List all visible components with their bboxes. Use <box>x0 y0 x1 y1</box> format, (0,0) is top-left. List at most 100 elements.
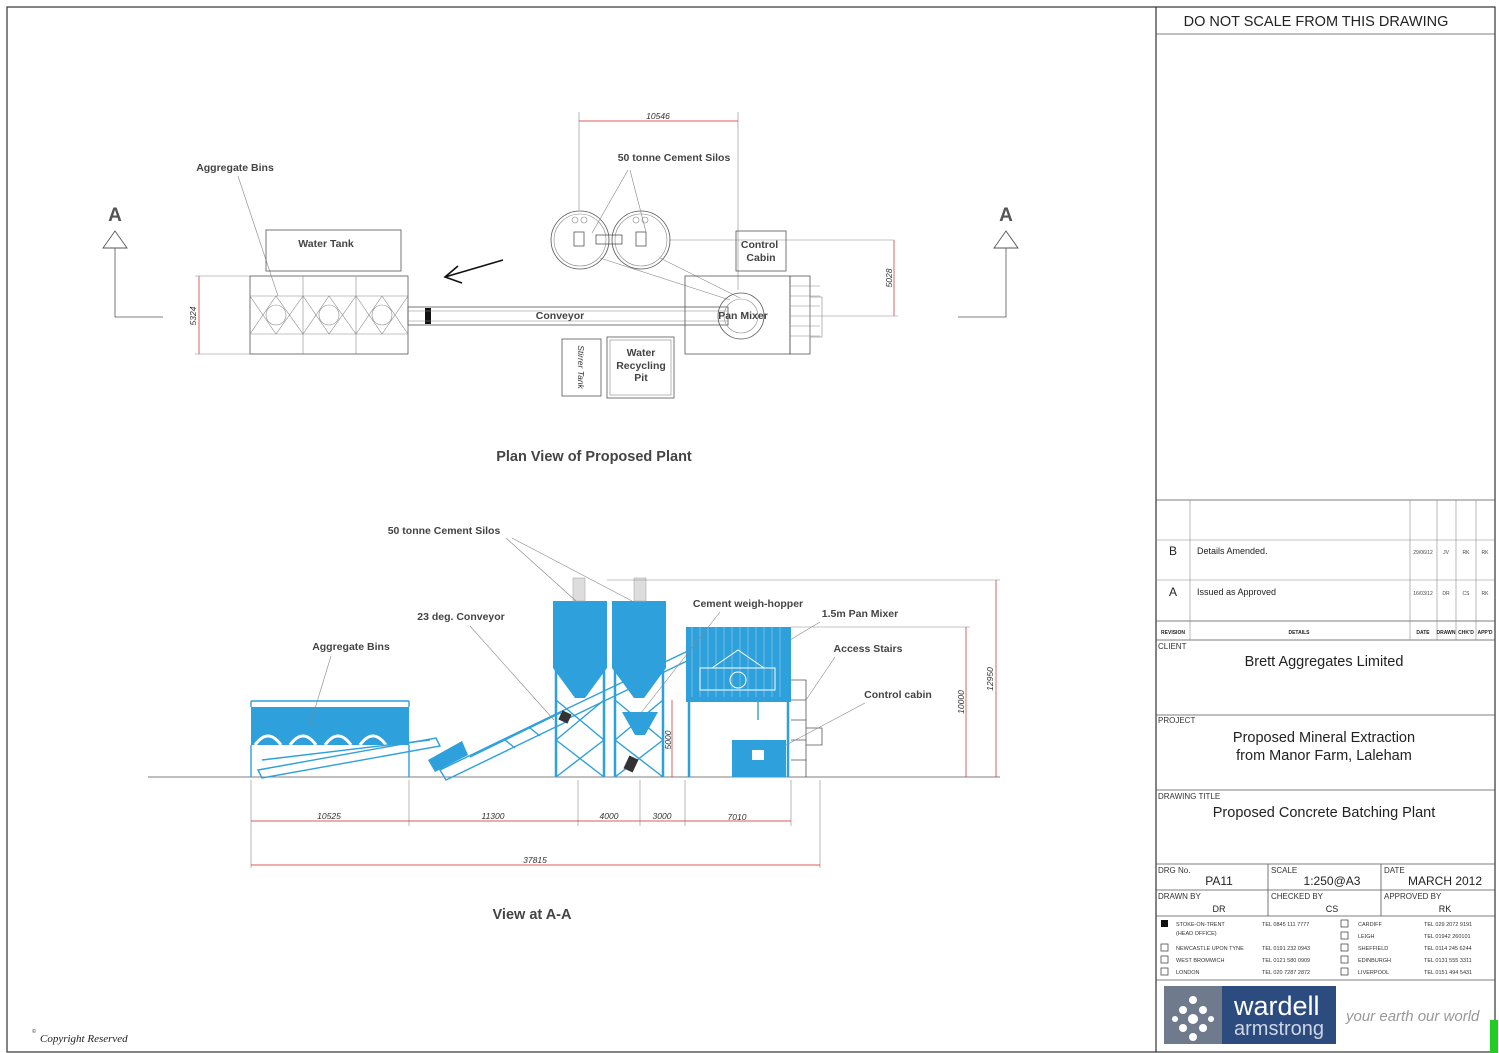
office-name: STOKE-ON-TRENT <box>1176 922 1225 928</box>
status-marker <box>1490 1020 1498 1053</box>
revision-details: Issued as Approved <box>1197 587 1276 597</box>
drawing-title-label: DRAWING TITLE <box>1158 792 1220 801</box>
drawing-title: Proposed Concrete Batching Plant <box>1213 805 1435 821</box>
office-item: CARDIFF TEL 029 2072 9191 <box>1340 919 1472 928</box>
label-water-recycling-pit-2: Recycling <box>616 360 666 372</box>
label-water-recycling-pit-3: Pit <box>634 372 648 384</box>
date-label: DATE <box>1384 866 1405 875</box>
label-cement-silos-elev: 50 tonne Cement Silos <box>388 525 501 537</box>
label-control-cabin-text-2: Cabin <box>746 252 775 264</box>
project-line2: from Manor Farm, Laleham <box>1236 748 1412 764</box>
revision-drawn: DR <box>1442 591 1450 597</box>
label-aggregate-bins-elev: Aggregate Bins <box>312 641 390 653</box>
cement-silos-elevation <box>553 577 666 778</box>
pan-mixer-plan <box>684 275 823 355</box>
drg-no: PA11 <box>1205 874 1233 888</box>
logo-sub: armstrong <box>1234 1018 1324 1040</box>
office-checkbox <box>1340 931 1349 940</box>
office-item: LIVERPOOL TEL 0151 494 5431 <box>1340 967 1472 976</box>
dimension-silos: 10546 <box>578 111 739 290</box>
logo-tagline: your earth our world <box>1345 1008 1480 1025</box>
label-conveyor-elev: 23 deg. Conveyor <box>417 611 505 623</box>
dim-total: 37815 <box>523 855 547 865</box>
label-water-tank: Water Tank <box>298 238 354 250</box>
section-marker-label: A <box>108 205 122 226</box>
stirrer-tank <box>561 338 602 397</box>
plan-view-title: Plan View of Proposed Plant <box>496 449 692 465</box>
office-tel: TEL 020 7287 2872 <box>1262 970 1310 976</box>
revision-drawn: JV <box>1443 550 1450 556</box>
water-tank <box>265 229 402 272</box>
offices-list: STOKE-ON-TRENT (HEAD OFFICE) TEL 0845 11… <box>1160 919 1472 976</box>
revision-date: 29/06/12 <box>1413 550 1433 556</box>
drawn-by-label: DRAWN BY <box>1158 892 1201 901</box>
revision-row-b: B Details Amended. 29/06/12 JV RK RK <box>1169 544 1489 558</box>
logo-mark-icon <box>1172 996 1214 1041</box>
scale-warning: DO NOT SCALE FROM THIS DRAWING <box>1184 14 1449 30</box>
dim-d1: 10525 <box>317 811 341 821</box>
office-tel: TEL 0121 580 0909 <box>1262 958 1310 964</box>
label-stirrer-tank: Stirrer Tank <box>576 345 586 389</box>
dimension-lengths: 10525 11300 4000 3000 7010 37815 <box>250 780 821 868</box>
revision-approved: RK <box>1482 550 1490 556</box>
label-cement-silos: 50 tonne Cement Silos <box>618 152 731 164</box>
office-tel: TEL 0151 494 5431 <box>1424 970 1472 976</box>
office-tel: TEL 0131 555 3311 <box>1424 958 1472 964</box>
elevation-view: Aggregate Bins 23 deg. Conveyor <box>148 525 1000 923</box>
revision-checked: RK <box>1463 550 1471 556</box>
office-item: WEST BROMWICH TEL 0121 580 0909 <box>1160 955 1310 964</box>
revision-row-a: A Issued as Approved 16/03/12 DR CS RK <box>1169 585 1489 599</box>
revision-details: Details Amended. <box>1197 546 1268 556</box>
arrow-icon <box>443 259 504 284</box>
label-aggregate-bins: Aggregate Bins <box>196 162 274 174</box>
scale-value: 1:250@A3 <box>1304 874 1361 888</box>
project-line1: Proposed Mineral Extraction <box>1233 730 1415 746</box>
approved-by: RK <box>1439 904 1452 914</box>
dim-mixer-height: 10000 <box>956 690 966 714</box>
project-label: PROJECT <box>1158 716 1195 725</box>
dimension-left: 5324 <box>188 275 250 355</box>
office-name: CARDIFF <box>1358 922 1382 928</box>
office-tel: TEL 029 2072 9191 <box>1424 922 1472 928</box>
copyright-note: Copyright Reserved <box>40 1033 128 1045</box>
client-label: CLIENT <box>1158 642 1187 651</box>
office-name: NEWCASTLE UPON TYNE <box>1176 946 1244 952</box>
dim-silos-width: 10546 <box>646 111 670 121</box>
office-tel: TEL 0845 111 7777 <box>1262 922 1309 928</box>
dim-width-left: 5324 <box>188 306 198 325</box>
conveyor-plan <box>407 306 729 326</box>
office-item: LONDON TEL 020 7287 2872 <box>1160 967 1310 976</box>
office-checkbox <box>1340 919 1349 928</box>
office-item: SHEFFIELD TEL 0114 245 6244 <box>1340 943 1472 952</box>
office-item: EDINBURGH TEL 0131 555 3311 <box>1340 955 1472 964</box>
label-control-cabin: Control Cabin <box>741 239 781 264</box>
office-checkbox <box>1340 943 1349 952</box>
office-name: LIVERPOOL <box>1358 970 1389 976</box>
office-checkbox <box>1340 955 1349 964</box>
section-marker-left: A <box>102 205 163 318</box>
office-checkbox <box>1161 920 1168 927</box>
header-date: DATE <box>1416 630 1430 636</box>
header-revision: REVISION <box>1161 630 1185 636</box>
office-name: LEIGH <box>1358 934 1375 940</box>
water-recycling-pit <box>606 336 675 399</box>
section-marker-right: A <box>958 205 1019 318</box>
company-logo: wardell armstrong your earth our world <box>1164 986 1480 1044</box>
header-drawn: DRAWN <box>1437 630 1456 636</box>
drg-no-label: DRG No. <box>1158 866 1190 875</box>
label-water-recycling-pit: Water <box>627 347 656 359</box>
office-tel: TEL 01942 260101 <box>1424 934 1471 940</box>
label-conveyor: Conveyor <box>536 310 584 322</box>
dim-d3: 4000 <box>600 811 619 821</box>
office-item: NEWCASTLE UPON TYNE TEL 0191 232 0943 <box>1160 943 1310 952</box>
header-approved: APP'D <box>1477 630 1492 636</box>
dimension-heights: 5000 10000 12950 <box>607 579 1000 777</box>
approved-by-label: APPROVED BY <box>1384 892 1442 901</box>
drawn-by: DR <box>1213 904 1226 914</box>
office-checkbox <box>1340 967 1349 976</box>
dimension-right: 5028 <box>820 240 898 317</box>
control-cabin-plan <box>735 230 787 272</box>
cement-silos-plan <box>550 210 894 301</box>
revision-approved: RK <box>1482 591 1490 597</box>
